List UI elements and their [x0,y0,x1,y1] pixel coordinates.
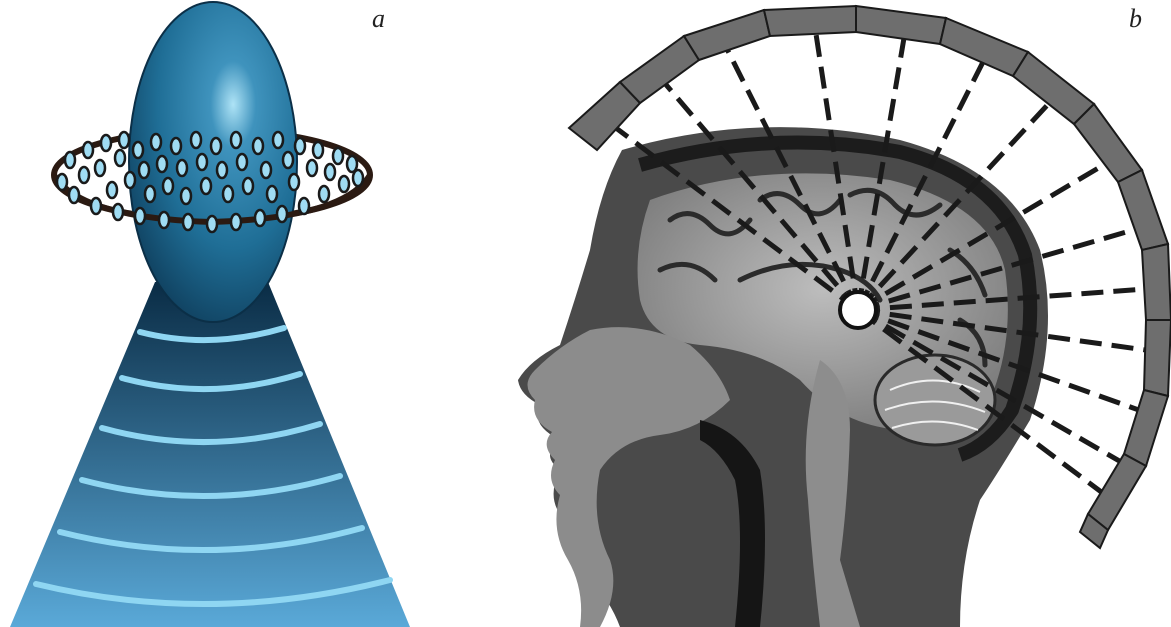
arc-segment [856,6,946,44]
panel-b [518,6,1171,627]
arc-segment [1013,52,1094,124]
arc-segment [620,36,699,103]
transducer-ring-icon [57,132,363,232]
ellipsoid-icon [129,2,297,322]
arc-segment [1118,170,1168,250]
ultrasound-beam-icon [10,282,410,627]
arc-segment [1124,390,1168,466]
mri-head-sagittal-icon [518,127,1048,627]
focal-point-icon [840,292,876,328]
arc-segment [1088,454,1146,530]
arc-segment [1142,244,1171,320]
arc-segment [940,18,1028,76]
arc-segment [1074,104,1142,182]
arc-segment [1144,320,1171,396]
arc-segment [764,6,856,36]
panel-a [10,2,410,627]
